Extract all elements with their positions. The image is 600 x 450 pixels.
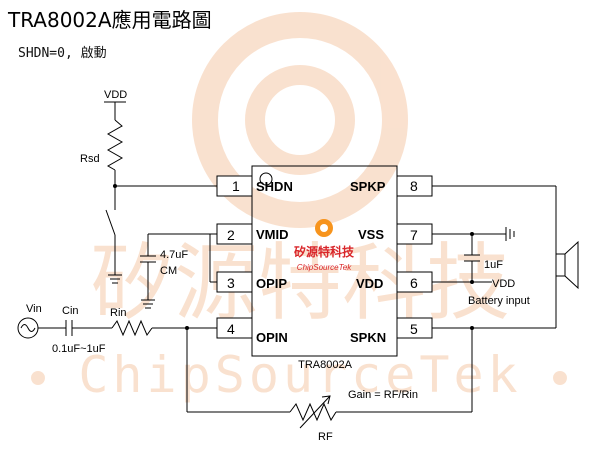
pin-num-7: 7 — [410, 227, 418, 243]
chip-logo-en: ChipSourceTek — [297, 263, 352, 272]
watermark-dot-left — [31, 371, 45, 385]
pin-num-2: 2 — [227, 227, 235, 243]
rsd-label: Rsd — [80, 153, 100, 165]
watermark-english: ChipSourceTek — [78, 346, 521, 404]
chip-name: TRA8002A — [298, 359, 352, 371]
watermark-chinese: 矽源特科技 — [90, 234, 510, 332]
watermark: 矽源特科技 ChipSourceTek — [31, 12, 567, 404]
shdn-junction — [113, 184, 117, 188]
rin-label: Rin — [110, 307, 127, 319]
cin-label: Cin — [62, 305, 79, 317]
watermark-logo-inner — [245, 65, 355, 175]
pin-num-3: 3 — [227, 275, 235, 291]
resistor-rin — [111, 319, 153, 337]
pin-num-4: 4 — [227, 321, 235, 337]
chip-body — [251, 165, 398, 357]
vdd-right-label: VDD — [492, 278, 515, 290]
speaker-body — [555, 253, 566, 277]
watermark-dot-right — [553, 371, 567, 385]
pin-num-8: 8 — [410, 178, 418, 194]
spkn-junction — [470, 326, 474, 330]
chip-pin1-marker — [259, 172, 273, 186]
pin-label-5: SPKN — [350, 330, 386, 345]
cap-cm-value: 4.7uF — [160, 249, 188, 261]
vin-label: Vin — [26, 303, 42, 315]
cap-vdd-value: 1uF — [484, 259, 503, 271]
watermark-logo-ring — [192, 12, 408, 228]
rf-arrow-head-icon — [321, 395, 331, 405]
chip-logo: 矽源特科技 ChipSourceTek — [294, 219, 355, 272]
page-title: TRA8002A應用電路圖 — [8, 8, 212, 32]
rf-variable-arrow — [299, 395, 331, 429]
resistor-rsd — [106, 119, 124, 171]
cin-value: 0.1uF~1uF — [52, 343, 106, 355]
pin-label-2: VMID — [256, 227, 289, 242]
pin-label-8: SPKP — [350, 179, 386, 194]
resistor-rf — [289, 402, 337, 422]
pin-label-6: VDD — [356, 276, 383, 291]
speaker-icon — [564, 240, 579, 290]
chip-logo-icon-inner — [320, 224, 328, 232]
cap-cm-name: CM — [160, 265, 177, 277]
pin-num-1: 1 — [232, 178, 240, 194]
pin-label-1: SHDN — [256, 179, 293, 194]
shutdown-switch — [105, 209, 116, 236]
battery-label: Battery input — [468, 295, 530, 307]
pin-label-7: VSS — [358, 227, 384, 242]
gain-label: Gain = RF/Rin — [348, 389, 418, 401]
pin-num-5: 5 — [410, 321, 418, 337]
vdd-top-label: VDD — [104, 89, 127, 101]
chip-logo-cn: 矽源特科技 — [294, 244, 355, 259]
rf-label: RF — [318, 431, 333, 443]
vin-sine-icon — [20, 324, 36, 332]
vdd-right-junction — [470, 280, 474, 284]
page-subtitle: SHDN=0, 啟動 — [18, 46, 107, 61]
pin-label-4: OPIN — [256, 330, 288, 345]
pin-label-3: OPIP — [256, 276, 287, 291]
pin-num-6: 6 — [410, 275, 418, 291]
